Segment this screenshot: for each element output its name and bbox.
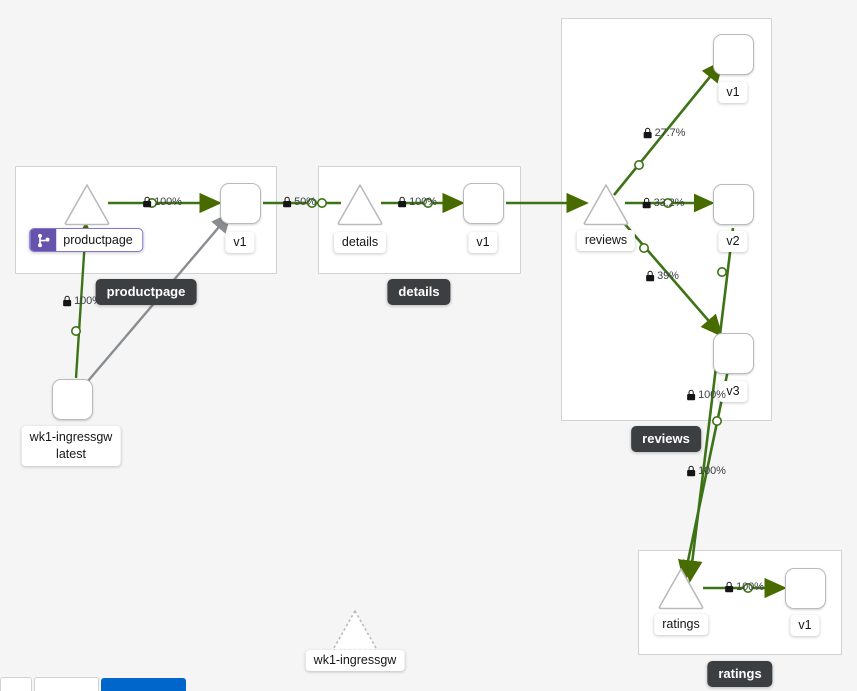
node-label-wk1-ingressgw-latest[interactable]: wk1-ingressgw latest [21, 426, 121, 466]
workload-node-ratings-v1[interactable] [785, 568, 826, 609]
mtls-lock-icon [283, 196, 292, 208]
mtls-lock-icon [646, 270, 655, 282]
edge-rate-value: 50% [294, 196, 316, 208]
workload-node-wk1-ingressgw-latest[interactable] [52, 379, 93, 420]
mtls-lock-icon [687, 465, 696, 477]
edge-rate-value: 100% [698, 389, 726, 401]
mtls-lock-icon [642, 197, 651, 209]
namespace-badge-details[interactable]: details [387, 279, 451, 305]
edge-rate-value: 100% [154, 196, 182, 208]
virtual-service-icon [30, 229, 57, 251]
node-label-wk1-ingressgw-service[interactable]: wk1-ingressgw [305, 650, 405, 671]
workload-node-reviews-v3[interactable] [713, 333, 754, 374]
namespace-badge-reviews[interactable]: reviews [631, 426, 701, 452]
mtls-lock-icon [143, 196, 152, 208]
edge-rate-value: 39% [657, 270, 679, 282]
bottom-toolbar[interactable] [0, 677, 230, 691]
edge-label-details-service-to-v1[interactable]: 100% [397, 196, 437, 208]
edge-rate-value: 100% [409, 196, 437, 208]
edge-rate-value: 27.7% [654, 127, 686, 139]
edge-label-reviews-service-to-v2[interactable]: 33.2% [642, 197, 685, 209]
toolbar-primary-button[interactable] [101, 678, 186, 691]
namespace-badge-ratings[interactable]: ratings [707, 661, 773, 687]
edge-rate-value: 100% [74, 295, 102, 307]
workload-node-details-v1[interactable] [463, 183, 504, 224]
ingressgw-label-line2: latest [56, 447, 86, 461]
workload-node-reviews-v2[interactable] [713, 184, 754, 225]
service-node-reviews[interactable] [581, 182, 631, 226]
toolbar-graph-icon-button[interactable] [34, 677, 99, 691]
edge-label-ratings-service-to-v1[interactable]: 100% [724, 581, 764, 593]
mtls-lock-icon [643, 127, 652, 139]
edge-label-reviews-v2-to-ratings-service[interactable]: 100% [686, 465, 726, 477]
ingressgw-label-line1: wk1-ingressgw [29, 430, 113, 444]
service-node-ratings[interactable] [656, 566, 706, 610]
namespace-badge-productpage[interactable]: productpage [95, 279, 197, 305]
toolbar-count-badge[interactable] [0, 677, 32, 691]
edge-rate-value: 100% [698, 465, 726, 477]
node-label-productpage-v1[interactable]: v1 [225, 232, 255, 253]
node-label-ratings-v1[interactable]: v1 [790, 615, 820, 636]
node-label-reviews-v2[interactable]: v2 [718, 231, 748, 252]
service-node-details[interactable] [335, 182, 385, 226]
service-node-wk1-ingressgw[interactable] [330, 608, 380, 652]
edge-label-reviews-v3-to-ratings-service[interactable]: 100% [686, 389, 726, 401]
workload-node-productpage-v1[interactable] [220, 183, 261, 224]
edge-label-productpage-service-to-v1[interactable]: 100% [142, 196, 182, 208]
mtls-lock-icon [687, 389, 696, 401]
node-label-productpage-text: productpage [63, 233, 133, 247]
node-label-details-v1[interactable]: v1 [468, 232, 498, 253]
node-label-details-service[interactable]: details [333, 232, 387, 253]
edge-rate-value: 33.2% [653, 197, 685, 209]
mtls-lock-icon [398, 196, 407, 208]
node-label-reviews-v3[interactable]: v3 [718, 381, 748, 402]
edge-label-ingress-to-productpage-service[interactable]: 100% [62, 295, 102, 307]
node-label-productpage-service[interactable]: productpage [29, 228, 143, 252]
mtls-lock-icon [63, 295, 72, 307]
node-label-reviews-service[interactable]: reviews [576, 230, 636, 251]
node-label-ratings-service[interactable]: ratings [654, 614, 708, 635]
edge-label-reviews-service-to-v1[interactable]: 27.7% [643, 127, 686, 139]
service-node-productpage[interactable] [62, 182, 112, 226]
edge-label-reviews-service-to-v3[interactable]: 39% [645, 270, 679, 282]
workload-node-reviews-v1[interactable] [713, 34, 754, 75]
edge-label-productpage-v1-to-details-service[interactable]: 50% [282, 196, 316, 208]
node-label-reviews-v1[interactable]: v1 [718, 82, 748, 103]
mtls-lock-icon [725, 581, 734, 593]
edge-rate-value: 100% [736, 581, 764, 593]
